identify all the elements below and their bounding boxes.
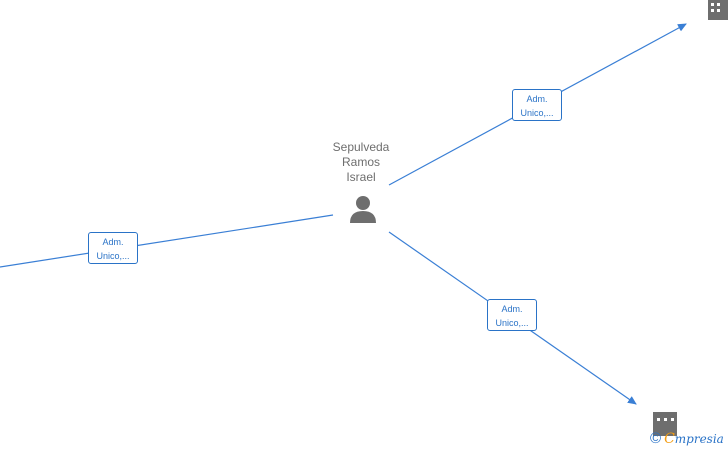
- role-label-line: Adm.: [501, 304, 523, 314]
- role-label-bottom-right[interactable]: Adm. Unico,...: [487, 299, 537, 331]
- brand-initial: C: [664, 431, 675, 447]
- person-name[interactable]: Sepulveda Ramos Israel: [321, 140, 401, 185]
- edge-left: [0, 214, 334, 268]
- building-icon[interactable]: [708, 0, 728, 20]
- role-label-line: Adm.: [102, 237, 124, 247]
- role-label-left[interactable]: Adm. Unico,...: [88, 232, 138, 264]
- role-label-top-right[interactable]: Adm. Unico,...: [512, 89, 562, 121]
- role-label-line: Unico,...: [520, 108, 554, 118]
- copyright-icon: ©: [650, 430, 662, 447]
- person-name-line: Sepulveda: [332, 140, 390, 154]
- person-name-line: Israel: [346, 170, 376, 184]
- role-label-line: Unico,...: [495, 318, 529, 328]
- brand-logo: Cmpresia: [664, 430, 724, 448]
- role-label-line: Unico,...: [96, 251, 130, 261]
- brand-name: mpresia: [674, 432, 724, 446]
- person-icon[interactable]: [350, 196, 376, 223]
- role-label-line: Adm.: [526, 94, 548, 104]
- footer-brand[interactable]: © Cmpresia: [650, 430, 724, 448]
- person-name-line: Ramos: [341, 155, 380, 169]
- building-icon[interactable]: [653, 412, 677, 436]
